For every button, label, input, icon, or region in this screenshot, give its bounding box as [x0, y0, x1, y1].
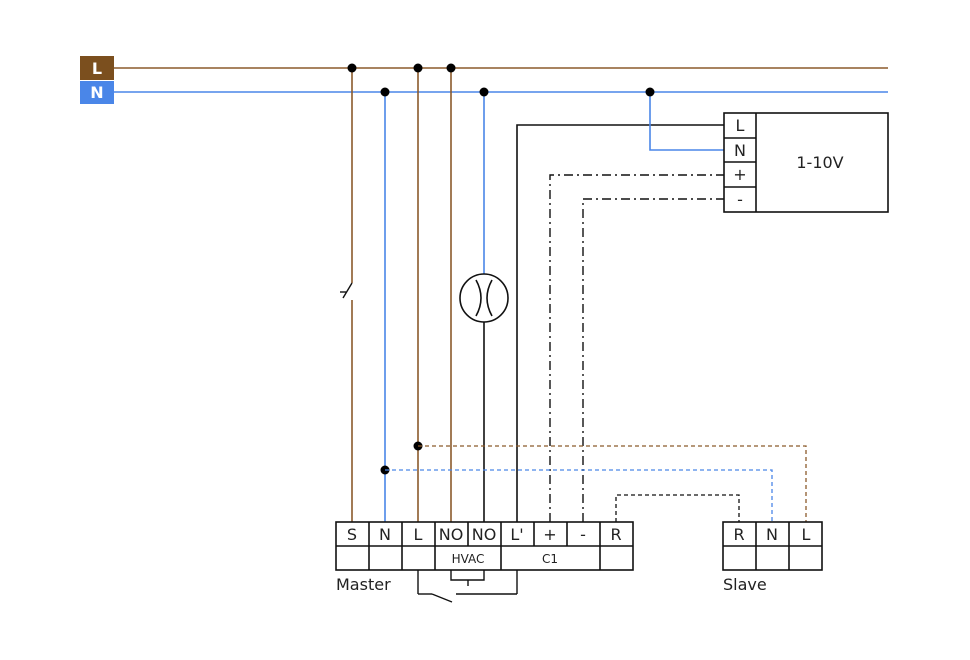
slave-r-link: [615, 494, 740, 522]
master-terminal: N: [379, 525, 391, 544]
driver-neutral-wire: [649, 92, 724, 151]
neutral-tag-label: N: [90, 83, 103, 102]
hvac-label: HVAC: [452, 552, 485, 566]
driver-terminal: +: [733, 165, 746, 184]
slave-terminal-block: R N L Slave: [722, 521, 823, 594]
driver-terminal: N: [734, 141, 746, 160]
switched-live-wire: [516, 124, 724, 522]
live-tag-label: L: [92, 59, 102, 78]
relay-contact-icon: [417, 570, 518, 603]
supply-lines: L N: [80, 56, 888, 104]
c1-label: C1: [542, 552, 558, 566]
junction-dot: [446, 63, 456, 73]
dimming-driver: L N + - 1-10V: [723, 112, 889, 213]
slave-terminal: N: [766, 525, 778, 544]
switch-contact: [342, 282, 353, 299]
dim-minus-wire: [582, 198, 724, 522]
master-terminal: +: [543, 525, 556, 544]
junction-dot: [645, 87, 655, 97]
slave-terminal: R: [733, 525, 744, 544]
master-terminal: L': [510, 525, 523, 544]
master-terminal: S: [347, 525, 357, 544]
live-tag: [80, 56, 114, 80]
slave-links: [385, 445, 807, 522]
master-terminal: NO: [439, 525, 464, 544]
master-terminal: L: [414, 525, 423, 544]
driver-label: 1-10V: [796, 153, 843, 172]
junction-dot: [413, 63, 423, 73]
slave-terminal: L: [802, 525, 811, 544]
slave-name: Slave: [723, 575, 767, 594]
slave-live-link: [418, 445, 807, 522]
junction-dot: [347, 63, 357, 73]
dim-plus-wire: [549, 174, 724, 522]
junction-dots: [347, 63, 655, 475]
slave-neutral-link: [385, 469, 773, 522]
supply-drops: [340, 68, 724, 522]
junction-dot: [479, 87, 489, 97]
fan-icon: [459, 273, 509, 323]
master-terminal: R: [610, 525, 621, 544]
junction-dot: [380, 87, 390, 97]
master-name: Master: [336, 575, 391, 594]
master-terminal: NO: [472, 525, 497, 544]
master-terminal: -: [580, 525, 586, 544]
driver-terminal: -: [737, 190, 743, 209]
neutral-tag: [80, 81, 114, 104]
driver-terminal: L: [736, 116, 745, 135]
master-terminal-block: S N L NO NO L' + - R HVAC C1 Master: [335, 521, 634, 594]
